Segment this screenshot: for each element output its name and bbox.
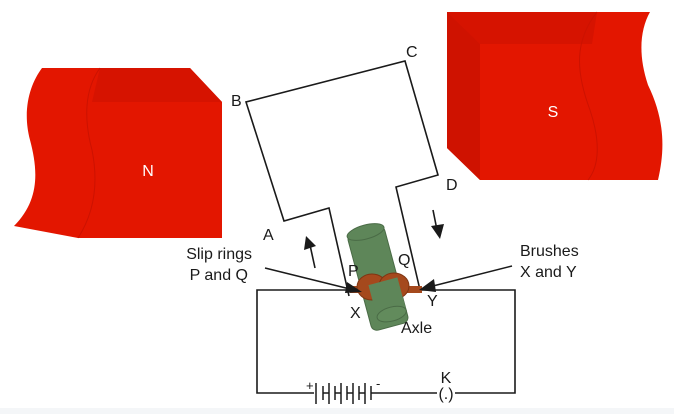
external-circuit-wire — [256, 289, 516, 394]
ring-q-label: Q — [398, 252, 410, 269]
ring-p-label: P — [348, 263, 359, 280]
battery-minus-label: - — [376, 376, 380, 391]
slip-rings-label-line1: Slip rings — [186, 246, 252, 263]
north-pole-label: N — [142, 163, 154, 180]
brushes-pointer — [419, 265, 513, 292]
brush-y-label: Y — [427, 293, 438, 310]
brush-x-label: X — [350, 305, 361, 322]
slip-rings-pointer — [264, 267, 362, 293]
south-magnet — [447, 11, 663, 181]
switch-label: K — [441, 370, 452, 387]
brushes-label-line2: X and Y — [520, 264, 577, 281]
battery-plus-label: + — [306, 378, 314, 393]
brush-y — [404, 286, 422, 293]
corner-a-label: A — [263, 227, 274, 244]
current-arrow-down — [431, 209, 444, 239]
axle-label: Axle — [401, 320, 432, 337]
north-magnet — [14, 67, 222, 239]
corner-c-label: C — [406, 44, 418, 61]
axle-front — [368, 277, 407, 323]
slip-rings-label-line2: P and Q — [190, 267, 248, 284]
bottom-strip — [0, 408, 674, 414]
battery — [315, 383, 386, 404]
current-arrow-up — [304, 236, 316, 269]
corner-d-label: D — [446, 177, 458, 194]
corner-b-label: B — [231, 93, 242, 110]
coil — [244, 60, 439, 297]
brushes-label-line1: Brushes — [520, 243, 579, 260]
switch-key[interactable]: (.) — [438, 386, 453, 403]
south-pole-label: S — [548, 104, 559, 121]
